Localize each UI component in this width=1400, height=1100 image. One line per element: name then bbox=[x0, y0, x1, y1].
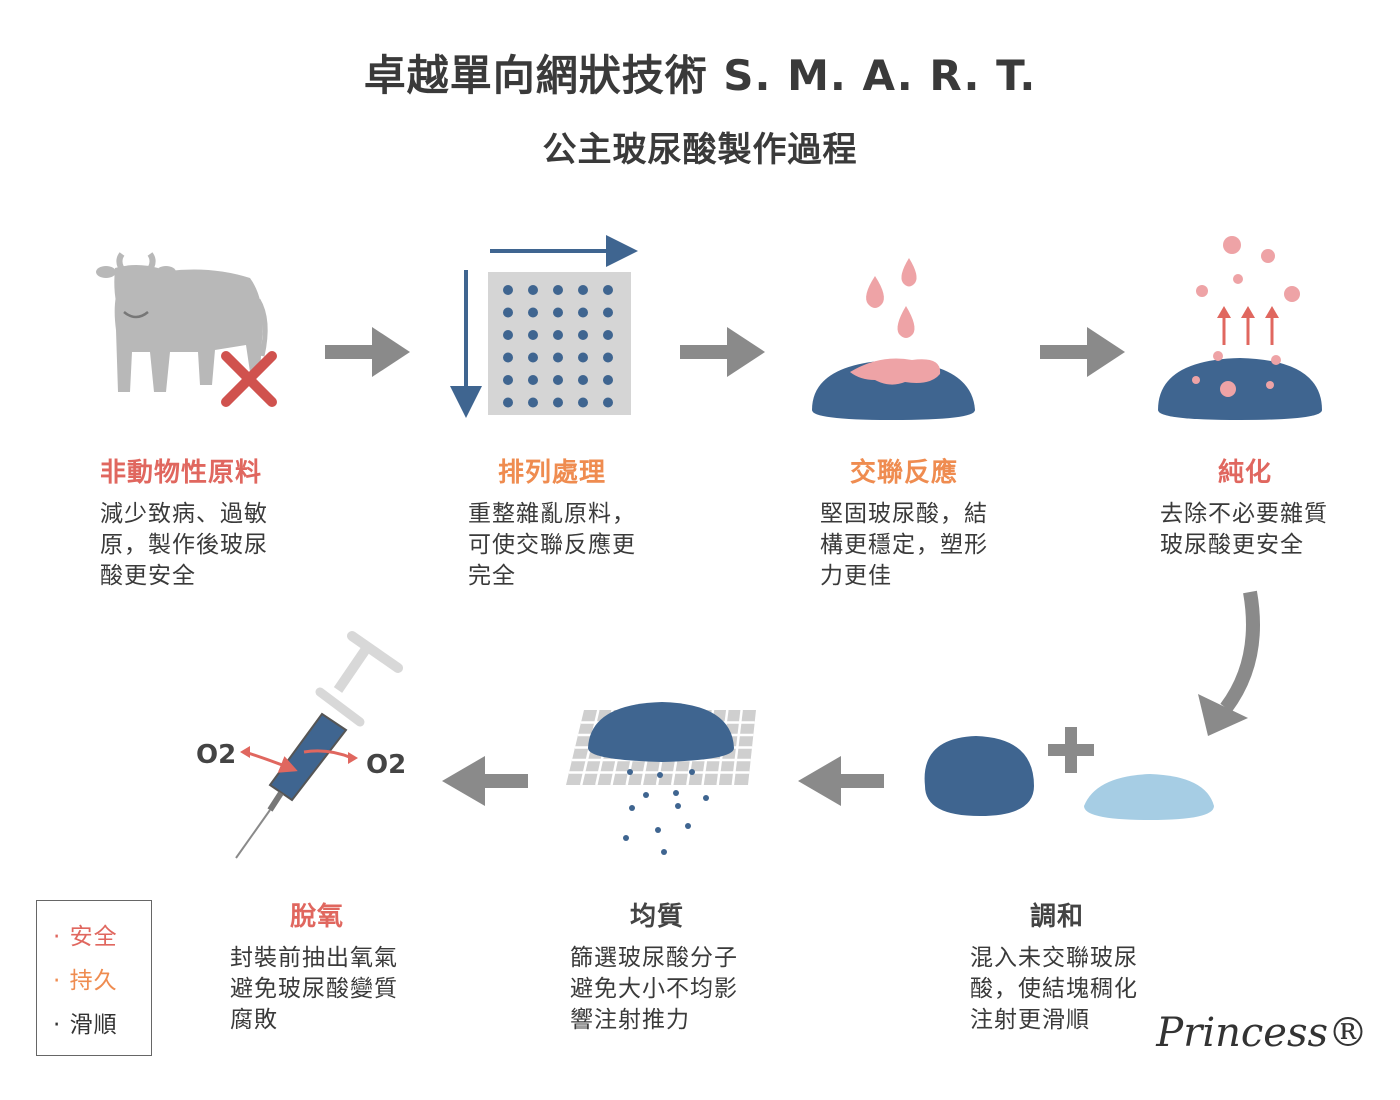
grid-dot bbox=[528, 307, 538, 318]
desc-line: 封裝前抽出氧氣 bbox=[230, 945, 398, 971]
desc-line: 篩選玻尿酸分子 bbox=[570, 945, 738, 971]
grid-dot bbox=[528, 352, 538, 363]
desc-line: 原，製作後玻尿 bbox=[100, 532, 268, 558]
desc-line: 酸更安全 bbox=[100, 563, 196, 589]
red-x-icon bbox=[221, 351, 277, 407]
grid-dot bbox=[553, 397, 563, 408]
step-description: 重整雜亂原料， 可使交聯反應更 完全 bbox=[468, 499, 636, 592]
step-purify: 純化 去除不必要雜質 玻尿酸更安全 bbox=[1160, 452, 1328, 561]
page-title: 卓越單向網狀技術 S. M. A. R. T. bbox=[363, 51, 1037, 100]
step-alignment: 排列處理 重整雜亂原料， 可使交聯反應更 完全 bbox=[468, 452, 636, 592]
grid-dot bbox=[528, 330, 538, 340]
legend-label: 持久 bbox=[69, 968, 118, 994]
step-non-animal: 非動物性原料 減少致病、過敏 原，製作後玻尿 酸更安全 bbox=[100, 452, 268, 592]
crosslink-icon bbox=[812, 258, 975, 420]
o2-label-left: O2 bbox=[196, 740, 237, 770]
grid-dot bbox=[578, 375, 588, 385]
grid-dot bbox=[528, 375, 538, 385]
sieve-icon bbox=[566, 702, 756, 855]
desc-line: 堅固玻尿酸，結 bbox=[820, 501, 988, 527]
step-deoxygenate: 脫氧 封裝前抽出氧氣 避免玻尿酸變質 腐敗 bbox=[230, 896, 398, 1036]
step-description: 混入未交聯玻尿 酸，使結塊稠化 注射更滑順 bbox=[970, 943, 1138, 1036]
grid-dot bbox=[528, 397, 538, 408]
step-description: 堅固玻尿酸，結 構更穩定，塑形 力更佳 bbox=[820, 499, 988, 592]
legend: · 安全 · 持久 · 滑順 bbox=[36, 900, 152, 1056]
alignment-grid-icon bbox=[450, 235, 638, 418]
grid-dot bbox=[503, 375, 513, 385]
desc-line: 可使交聯反應更 bbox=[468, 532, 636, 558]
step-title: 純化 bbox=[1218, 458, 1273, 488]
grid-dot bbox=[503, 330, 513, 340]
grid-dot bbox=[603, 397, 613, 408]
arrow-left-icon bbox=[798, 756, 884, 806]
grid-dot bbox=[503, 307, 513, 318]
legend-item-lasting: · 持久 bbox=[53, 968, 118, 994]
legend-label: 滑順 bbox=[69, 1012, 118, 1038]
step-homogenize: 均質 篩選玻尿酸分子 避免大小不均影 響注射推力 bbox=[570, 896, 738, 1036]
grid-dot bbox=[578, 285, 588, 295]
desc-line: 響注射推力 bbox=[570, 1007, 690, 1033]
step-description: 去除不必要雜質 玻尿酸更安全 bbox=[1160, 499, 1328, 561]
blend-icon bbox=[924, 727, 1214, 820]
grid-dot bbox=[603, 352, 613, 363]
arrow-right-icon bbox=[680, 327, 765, 377]
desc-line: 完全 bbox=[468, 563, 516, 589]
desc-line: 腐敗 bbox=[230, 1007, 278, 1033]
grid-dot bbox=[603, 307, 613, 318]
grid-dot bbox=[578, 397, 588, 408]
step-title: 排列處理 bbox=[498, 458, 607, 488]
grid-dot bbox=[553, 307, 563, 318]
page-subtitle: 公主玻尿酸製作過程 bbox=[542, 130, 858, 170]
legend-item-smooth: · 滑順 bbox=[53, 1012, 118, 1038]
grid-dot bbox=[503, 397, 513, 408]
step-title: 脫氧 bbox=[290, 902, 345, 932]
grid-dot bbox=[578, 352, 588, 363]
desc-line: 注射更滑順 bbox=[970, 1007, 1090, 1033]
curved-arrow-icon bbox=[1198, 590, 1260, 736]
grid-dot bbox=[603, 285, 613, 295]
o2-label-right: O2 bbox=[366, 750, 407, 780]
step-blend: 調和 混入未交聯玻尿 酸，使結塊稠化 注射更滑順 bbox=[970, 896, 1138, 1036]
desc-line: 力更佳 bbox=[820, 563, 892, 589]
grid-dot bbox=[553, 352, 563, 363]
grid-dot bbox=[503, 285, 513, 295]
grid-dot bbox=[578, 330, 588, 340]
step-title: 調和 bbox=[1030, 902, 1085, 932]
desc-line: 混入未交聯玻尿 bbox=[970, 945, 1138, 971]
arrow-right-icon bbox=[1040, 327, 1125, 377]
grid-dot bbox=[603, 375, 613, 385]
arrow-left-icon bbox=[442, 756, 528, 806]
grid-dot bbox=[553, 375, 563, 385]
desc-line: 酸，使結塊稠化 bbox=[970, 976, 1138, 1002]
grid-dot bbox=[553, 285, 563, 295]
grid-dot bbox=[503, 352, 513, 363]
grid-dot bbox=[603, 330, 613, 340]
legend-label: 安全 bbox=[69, 924, 118, 950]
brand-logo: Princess® bbox=[1156, 1010, 1368, 1056]
grid-dot bbox=[553, 330, 563, 340]
step-description: 篩選玻尿酸分子 避免大小不均影 響注射推力 bbox=[570, 943, 738, 1036]
step-title: 均質 bbox=[630, 902, 685, 932]
desc-line: 減少致病、過敏 bbox=[100, 501, 268, 527]
purification-icon bbox=[1158, 236, 1322, 420]
step-crosslink: 交聯反應 堅固玻尿酸，結 構更穩定，塑形 力更佳 bbox=[820, 452, 988, 592]
desc-line: 玻尿酸更安全 bbox=[1160, 532, 1304, 558]
step-description: 減少致病、過敏 原，製作後玻尿 酸更安全 bbox=[100, 499, 268, 592]
grid-dot bbox=[578, 307, 588, 318]
arrow-right-icon bbox=[325, 327, 410, 377]
desc-line: 重整雜亂原料， bbox=[468, 501, 636, 527]
step-title: 非動物性原料 bbox=[100, 458, 263, 488]
desc-line: 避免大小不均影 bbox=[570, 976, 738, 1002]
step-title: 交聯反應 bbox=[850, 458, 959, 488]
desc-line: 避免玻尿酸變質 bbox=[230, 976, 398, 1002]
grid-dot bbox=[528, 285, 538, 295]
syringe-icon bbox=[235, 631, 403, 859]
desc-line: 構更穩定，塑形 bbox=[820, 532, 988, 558]
cow-icon bbox=[96, 252, 268, 392]
step-description: 封裝前抽出氧氣 避免玻尿酸變質 腐敗 bbox=[230, 943, 398, 1036]
legend-item-safe: · 安全 bbox=[53, 924, 118, 950]
desc-line: 去除不必要雜質 bbox=[1160, 501, 1328, 527]
